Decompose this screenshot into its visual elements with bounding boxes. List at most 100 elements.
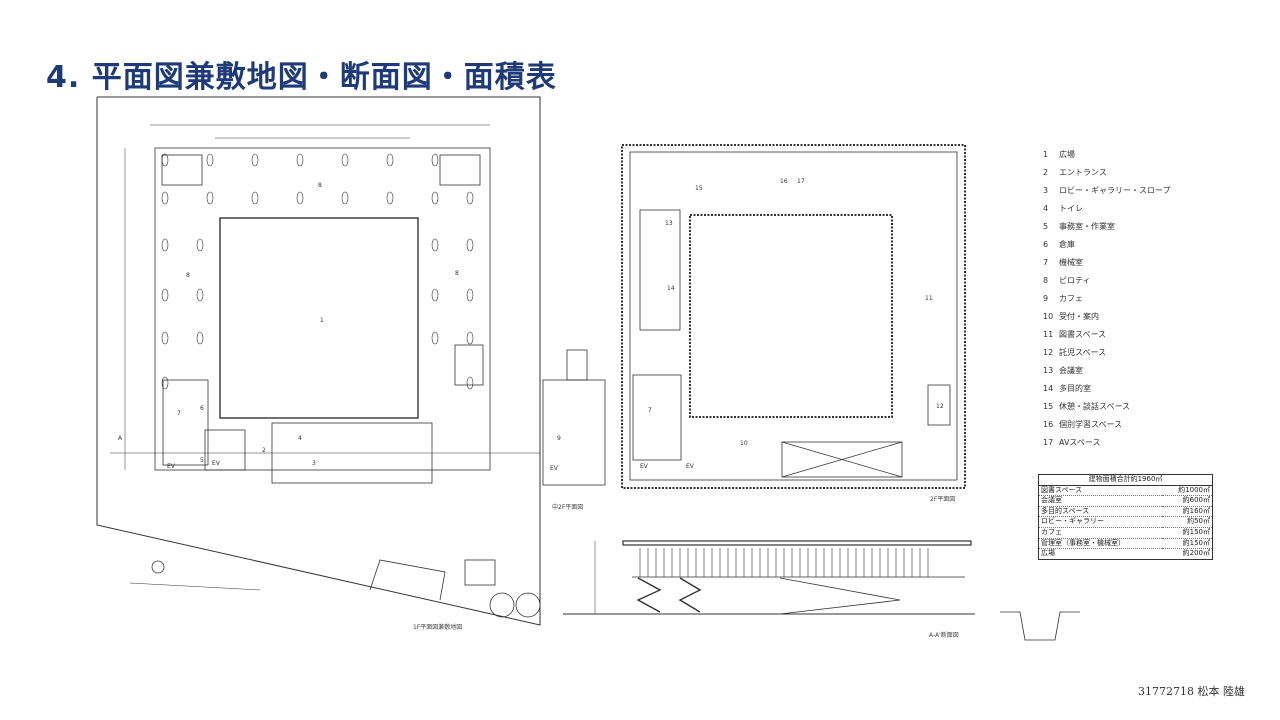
column-mark — [161, 153, 169, 167]
column-mark — [431, 238, 439, 252]
svg-text:EV: EV — [212, 460, 221, 467]
legend-item: 14 多目的室 — [1043, 382, 1171, 400]
svg-text:A: A — [118, 435, 123, 442]
column-mark — [386, 153, 394, 167]
column-mark — [341, 191, 349, 205]
legend-item: 7 機械室 — [1043, 256, 1171, 274]
column-mark — [341, 153, 349, 167]
legend-number: 5 — [1043, 222, 1049, 231]
legend-number: 7 — [1043, 258, 1049, 267]
svg-text:EV: EV — [686, 463, 695, 470]
svg-text:11: 11 — [925, 295, 933, 302]
column-mark — [196, 288, 204, 302]
legend-label: カフェ — [1059, 294, 1083, 303]
area-value: 約150㎡ — [1161, 538, 1213, 550]
column-mark — [431, 153, 439, 167]
svg-text:3: 3 — [312, 460, 316, 467]
column-mark — [196, 331, 204, 345]
legend-label: 休憩・談話スペース — [1059, 402, 1131, 411]
legend-item: 17 AVスペース — [1043, 436, 1171, 454]
legend-number: 9 — [1043, 294, 1049, 303]
legend-label: AVスペース — [1059, 438, 1101, 447]
caption-plan-mezzanine: 中2F平面図 — [552, 504, 584, 511]
svg-text:EV: EV — [550, 465, 559, 472]
caption-plan-2f: 2F平面図 — [930, 496, 956, 503]
plan-1f: 1 8 8 8 7 6 5 2 3 4 EV EV A — [96, 96, 541, 626]
svg-text:5: 5 — [200, 457, 204, 464]
legend-label: 個別学習スペース — [1059, 420, 1123, 429]
legend-label: 多目的室 — [1059, 384, 1091, 393]
legend-number: 11 — [1043, 330, 1054, 339]
legend-number: 10 — [1043, 312, 1054, 321]
legend-number: 16 — [1043, 420, 1054, 429]
svg-text:8: 8 — [455, 270, 459, 277]
area-table-row: カフェ約150㎡ — [1038, 527, 1213, 539]
legend-label: 広場 — [1059, 150, 1075, 159]
area-value: 約150㎡ — [1161, 527, 1213, 539]
column-mark — [296, 191, 304, 205]
legend-label: ロビー・ギャラリー・スロープ — [1059, 186, 1171, 195]
svg-text:7: 7 — [648, 407, 652, 414]
area-name: カフェ — [1038, 527, 1162, 539]
legend-label: 会議室 — [1059, 366, 1083, 375]
legend-number: 4 — [1043, 204, 1049, 213]
svg-text:9: 9 — [557, 435, 561, 442]
legend-item: 16 個別学習スペース — [1043, 418, 1171, 436]
svg-text:4: 4 — [298, 435, 302, 442]
column-mark — [466, 331, 474, 345]
area-name: 管理室（事務室・機械室） — [1038, 538, 1162, 550]
legend-label: 託児スペース — [1059, 348, 1107, 357]
legend-number: 14 — [1043, 384, 1054, 393]
area-table-row: ロビー・ギャラリー約50㎡ — [1038, 516, 1213, 528]
legend-number: 3 — [1043, 186, 1049, 195]
column-mark — [466, 376, 474, 390]
svg-text:14: 14 — [667, 285, 675, 292]
legend-number: 17 — [1043, 438, 1054, 447]
area-name: 図書スペース — [1038, 485, 1162, 497]
column-mark — [431, 288, 439, 302]
svg-text:13: 13 — [665, 220, 673, 227]
column-mark — [466, 191, 474, 205]
area-table-row: 管理室（事務室・機械室）約150㎡ — [1038, 538, 1213, 550]
area-table-row: 広場約200㎡ — [1038, 548, 1213, 560]
legend-item: 4 トイレ — [1043, 202, 1171, 220]
svg-text:17: 17 — [797, 178, 805, 185]
column-mark — [196, 238, 204, 252]
legend-item: 3 ロビー・ギャラリー・スロープ — [1043, 184, 1171, 202]
area-value: 約160㎡ — [1161, 506, 1213, 518]
legend-label: トイレ — [1059, 204, 1083, 213]
area-name: ロビー・ギャラリー — [1038, 516, 1162, 528]
caption-plan-1f: 1F平面図兼敷地図 — [413, 624, 463, 631]
column-mark — [431, 331, 439, 345]
column-mark — [251, 191, 259, 205]
area-value: 約50㎡ — [1161, 516, 1213, 528]
area-name: 多目的スペース — [1038, 506, 1162, 518]
plan-mezzanine: 9 EV — [542, 349, 606, 486]
svg-text:EV: EV — [640, 463, 649, 470]
column-mark — [161, 331, 169, 345]
legend-number: 6 — [1043, 240, 1049, 249]
column-mark — [251, 153, 259, 167]
column-mark — [206, 153, 214, 167]
svg-text:1: 1 — [320, 317, 324, 324]
author-credit: 31772718 松本 陸雄 — [1138, 685, 1245, 698]
svg-text:8: 8 — [318, 182, 322, 189]
legend-label: 機械室 — [1059, 258, 1083, 267]
svg-text:6: 6 — [200, 405, 204, 412]
column-mark — [161, 191, 169, 205]
slide-title: 4. 平面図兼敷地図・断面図・面積表 — [46, 60, 557, 95]
area-table-row: 図書スペース約1000㎡ — [1038, 485, 1213, 497]
column-mark — [161, 376, 169, 390]
